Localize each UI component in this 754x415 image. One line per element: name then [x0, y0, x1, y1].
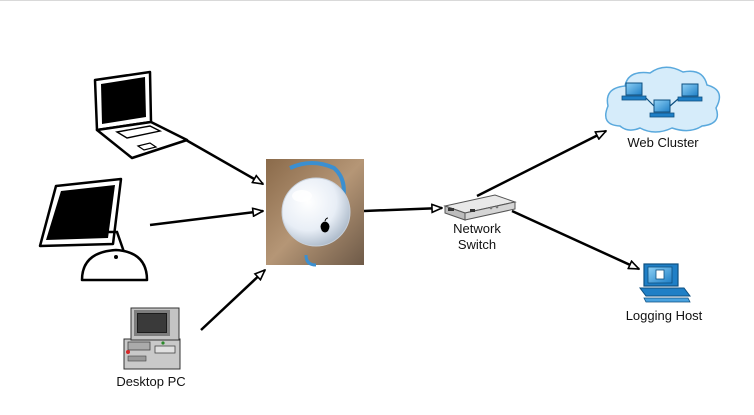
- desktop-pc-icon: [123, 307, 181, 370]
- edge-laptop-to-airport: [185, 138, 263, 186]
- cluster-computer-icon: [621, 82, 647, 101]
- edge-imac-to-airport: [149, 211, 263, 227]
- edge-switch-to-logginghost: [511, 209, 639, 271]
- edge-switch-to-webcluster: [476, 129, 606, 198]
- network-switch-label-line2: Switch: [458, 237, 496, 252]
- cluster-computer-icon: [677, 83, 703, 102]
- network-switch-label-line1: Network: [453, 221, 501, 236]
- logging-host-label: Logging Host: [626, 308, 703, 323]
- cluster-computer-icon: [649, 99, 675, 118]
- imac-icon: [38, 177, 149, 282]
- web-cluster-label: Web Cluster: [627, 135, 699, 150]
- desktop-pc-label: Desktop PC: [116, 374, 185, 389]
- workstation-icon: [639, 263, 691, 303]
- airport-base-station-icon: [266, 159, 364, 267]
- top-divider: [0, 0, 754, 1]
- edge-airport-to-switch: [363, 208, 442, 211]
- edge-desktop-to-airport: [200, 270, 265, 331]
- laptop-icon: [93, 70, 189, 160]
- cloud-cluster-icon: [605, 66, 721, 133]
- network-switch-icon: [443, 194, 517, 221]
